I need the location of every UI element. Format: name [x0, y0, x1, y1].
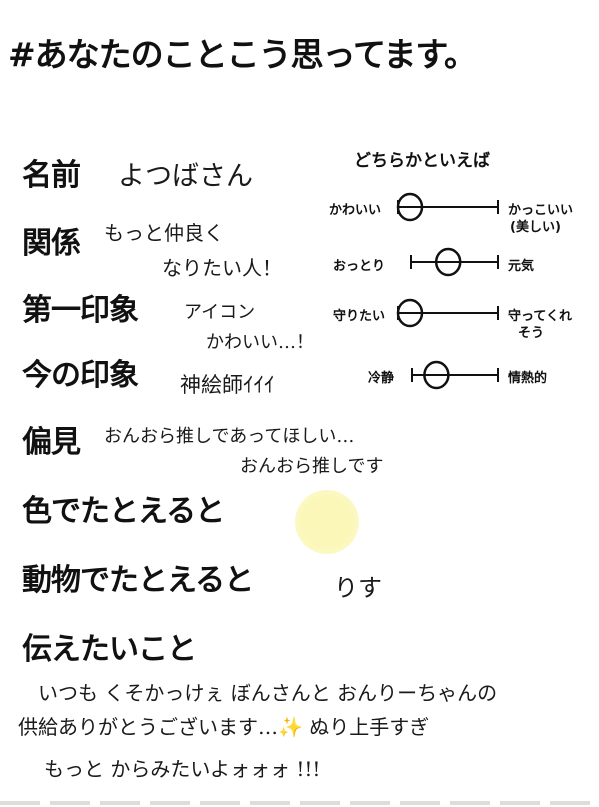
answer-first-impression-line2: かわいい…！ [206, 332, 314, 353]
scale-3-right-sub: そう [518, 326, 545, 341]
color-swatch [295, 490, 359, 554]
scale-3-right-label: 守ってくれ [508, 309, 572, 324]
answer-first-impression-line1: アイコン [184, 302, 256, 323]
page-title: #あなたのことこう思ってます。 [8, 35, 477, 74]
scale-3-left-label: 守りたい [333, 309, 386, 324]
label-relation: 関係 [22, 226, 81, 261]
scale-1-left-label: かわいい [329, 203, 382, 218]
answer-animal: りす [334, 574, 382, 602]
label-first-impression: 第一印象 [22, 293, 139, 328]
scale-1-right-label: かっこいい [508, 203, 574, 218]
message-line-1: いつも くそかっけぇ ぼんさんと おんりーちゃんの [38, 681, 498, 705]
answer-relation-line2: なりたい人！ [162, 256, 282, 280]
scale-3-marker [396, 298, 424, 328]
scale-1-marker [396, 192, 424, 222]
label-message: 伝えたいこと [22, 632, 197, 667]
label-bias: 偏見 [22, 425, 81, 460]
scales-heading: どちらかといえば [354, 151, 490, 171]
scale-4-right-label: 情熱的 [508, 371, 548, 386]
answer-bias-line1: おんおら推しであってほしい… [104, 426, 355, 447]
answer-bias-line2: おんおら推しです [240, 456, 384, 477]
label-animal: 動物でたとえると [22, 563, 254, 598]
message-line-2: 供給ありがとうございます…✨ ぬり上手すぎ [18, 715, 430, 739]
label-name: 名前 [22, 158, 81, 193]
answer-relation-line1: もっと仲良く [104, 221, 224, 245]
scale-4-left-label: 冷静 [368, 371, 395, 386]
label-color: 色でたとえると [22, 494, 225, 529]
label-current-impression: 今の印象 [22, 358, 139, 393]
scale-4-marker [423, 360, 450, 390]
scale-1-right-sub: (美しい) [510, 220, 561, 235]
answer-name: よつばさん [118, 161, 253, 192]
scale-2-left-label: おっとり [333, 259, 386, 274]
message-line-3: もっと からみたいよォォォ !!! [44, 757, 321, 781]
answer-current-impression: 神絵師ｲｲｲ [180, 373, 275, 397]
scale-2-right-label: 元気 [508, 259, 535, 274]
scale-2-marker [434, 247, 462, 277]
bottom-dashed-border [0, 801, 599, 805]
